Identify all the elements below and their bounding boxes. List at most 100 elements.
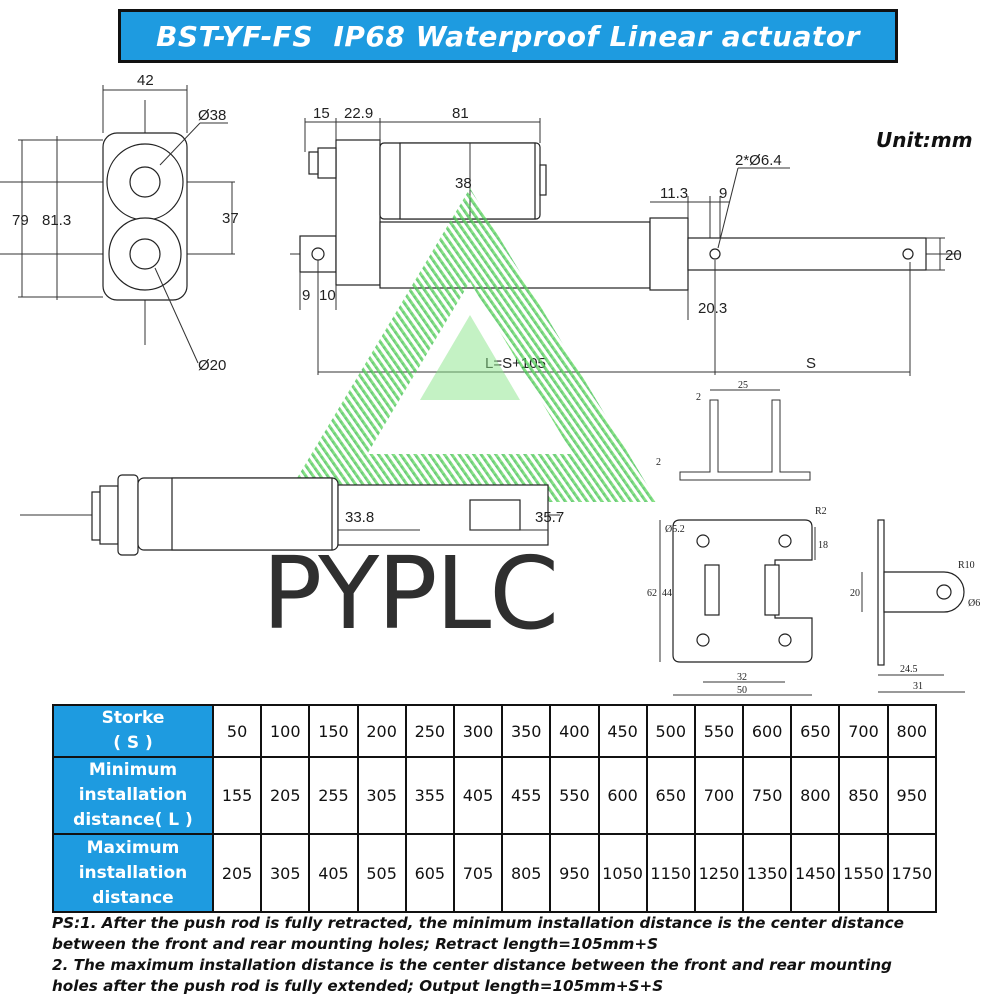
min-cell: 850 [838,756,889,835]
dim-side-height-inner: 81.3 [42,212,71,229]
dim-side-dia-bottom: Ø20 [198,357,226,374]
title-banner: BST-YF-FS IP68 Waterproof Linear actuato… [118,9,898,63]
note-line: between the front and rear mounting hole… [52,935,659,953]
max-cell: 1250 [693,833,745,913]
stroke-cell: 550 [693,704,745,758]
dim-side-width: 42 [137,72,154,89]
min-cell: 950 [886,756,938,835]
dim-bracket-2a: 2 [696,392,701,403]
dim-side-dia-top: Ø38 [198,107,226,124]
dim-plate-18: 18 [818,540,828,551]
table-row-max: Maximum installation distance 205 305 40… [52,833,938,913]
max-cell: 1450 [790,833,841,913]
max-cell: 1550 [838,833,889,913]
note-line: 2. The maximum installation distance is … [52,956,892,974]
watermark-text: PYPLC [262,535,557,652]
table-row-min: Minimum installation distance( L ) 155 2… [52,756,938,835]
max-cell: 305 [260,833,311,913]
stroke-cell: 400 [549,704,600,758]
bottom-view: 33.8 35.7 [20,474,564,556]
dim-side-20: 20 [850,588,860,599]
dim-front-9-left: 9 [302,287,310,304]
min-cell: 800 [790,756,841,835]
dim-plate-44: 44 [662,588,672,599]
dim-bracket-2b: 2 [656,457,661,468]
unit-label: Unit:mm [876,128,973,152]
table-row-stroke: Storke ( S ) 50 100 150 200 250 300 350 … [52,704,938,758]
stroke-cell: 700 [838,704,889,758]
dim-front-stroke: S [806,355,816,372]
max-cell: 1750 [886,833,938,913]
max-cell: 1350 [742,833,793,913]
stroke-cell: 600 [742,704,793,758]
dim-side-hole: Ø6 [968,598,980,609]
dim-plate-32: 32 [737,672,747,683]
bracket-plate-view: Ø5.2 R2 18 62 44 32 50 [647,506,828,696]
dim-front-22-9: 22.9 [344,105,373,122]
dim-side-center: 37 [222,210,239,227]
bracket-u-view: 25 2 2 [656,380,811,481]
min-cell: 650 [645,756,696,835]
stroke-cell: 100 [260,704,311,758]
dim-front-38: 38 [455,175,472,192]
dim-side-r10: R10 [958,560,975,571]
technical-drawing: 42 Ø38 Ø20 79 81.3 37 [0,72,980,696]
min-cell: 355 [404,756,455,835]
stroke-cell: 350 [501,704,552,758]
stroke-cell: 200 [356,704,407,758]
max-cell: 605 [404,833,455,913]
max-cell: 950 [549,833,600,913]
max-cell: 705 [452,833,504,913]
min-cell: 550 [549,756,600,835]
max-cell: 205 [211,833,263,913]
stroke-cell: 800 [886,704,938,758]
min-cell: 155 [211,756,263,835]
row-header-stroke: Storke ( S ) [52,704,214,758]
min-cell: 405 [452,756,504,835]
row-header-min: Minimum installation distance( L ) [52,756,214,835]
stroke-cell: 450 [597,704,648,758]
min-cell: 750 [742,756,793,835]
bracket-side-view: R10 20 Ø6 24.5 31 [850,519,980,693]
max-cell: 505 [356,833,407,913]
dim-bracket-25: 25 [738,380,748,391]
min-cell: 600 [597,756,648,835]
stroke-cell: 150 [308,704,359,758]
dim-plate-r2: R2 [815,506,827,517]
dim-plate-50: 50 [737,685,747,696]
watermark-logo [282,188,658,502]
dim-front-11-3: 11.3 [660,185,688,202]
row-header-max: Maximum installation distance [52,833,214,913]
dim-side-height-outer: 79 [12,212,29,229]
max-cell: 1050 [597,833,648,913]
dim-front-10: 10 [319,287,336,304]
min-cell: 205 [260,756,311,835]
min-cell: 455 [501,756,552,835]
max-cell: 405 [308,833,359,913]
min-cell: 255 [308,756,359,835]
stroke-cell: 300 [452,704,504,758]
min-cell: 305 [356,756,407,835]
dim-front-holes: 2*Ø6.4 [735,152,782,169]
dim-side-31: 31 [913,681,923,692]
stroke-cell: 50 [211,704,263,758]
dim-plate-62: 62 [647,588,657,599]
dim-front-15: 15 [313,105,330,122]
dim-bottom-35-7: 35.7 [535,509,564,526]
dim-front-20-3: 20.3 [698,300,727,317]
watermark-pyplc: PYPLC [262,535,559,652]
min-cell: 700 [693,756,745,835]
dim-side-24-5: 24.5 [900,664,918,675]
dim-front-rod-20: 20 [945,247,962,264]
side-view: 42 Ø38 Ø20 79 81.3 37 [0,72,239,374]
stroke-cell: 250 [404,704,455,758]
max-cell: 1150 [645,833,696,913]
stroke-cell: 500 [645,704,696,758]
notes: PS:1. After the push rod is fully retrac… [52,913,942,997]
dim-front-9-right: 9 [719,185,727,202]
note-line: holes after the push rod is fully extend… [52,977,664,995]
note-line: PS:1. After the push rod is fully retrac… [52,914,904,932]
max-cell: 805 [501,833,552,913]
spec-table: Storke ( S ) 50 100 150 200 250 300 350 … [52,704,938,913]
dim-front-81: 81 [452,105,469,122]
